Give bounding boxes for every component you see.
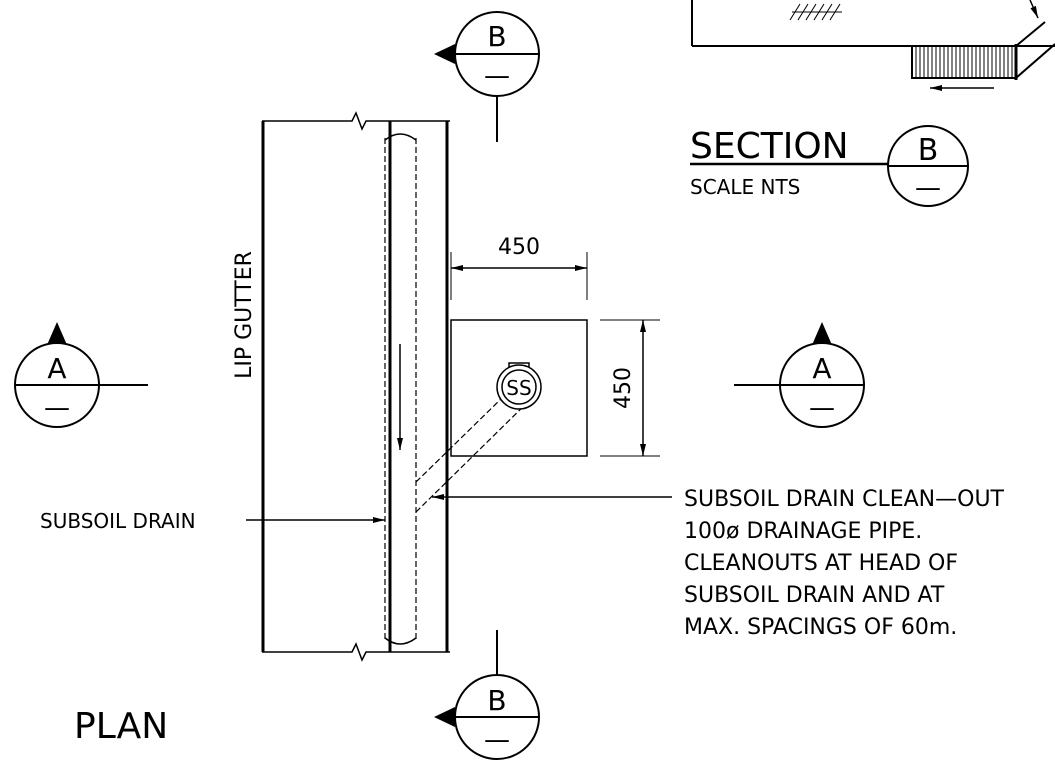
note-line-2: 100ø DRAINAGE PIPE. — [684, 519, 922, 544]
cleanout-note: SUBSOIL DRAIN CLEAN—OUT 100ø DRAINAGE PI… — [684, 487, 1005, 640]
a-left-sheet: — — [44, 393, 70, 423]
a-right-letter: A — [812, 352, 831, 385]
b-bottom-letter: B — [487, 684, 506, 717]
section-b-detail: SECTION SCALE NTS B — — [690, 0, 1055, 207]
note-line-4: SUBSOIL DRAIN AND AT — [684, 583, 945, 608]
b-top-sheet: — — [484, 61, 510, 91]
plan-view: LIP GUTTER SS 450 450 SUBSOIL DRAIN — [40, 111, 1005, 747]
top-break-line — [262, 111, 450, 131]
section-marker-a-left: A — — [14, 322, 148, 428]
section-b-title-marker: B — — [887, 125, 969, 207]
dimension-width: 450 — [450, 235, 588, 300]
section-title: SECTION — [690, 126, 849, 167]
a-left-letter: A — [47, 352, 66, 385]
note-line-3: CLEANOUTS AT HEAD OF — [684, 551, 958, 576]
section-scale: SCALE NTS — [690, 175, 800, 199]
b-bottom-sheet: — — [484, 725, 510, 755]
note-line-5: MAX. SPACINGS OF 60m. — [684, 615, 957, 640]
section-b-marker-sheet: — — [915, 173, 941, 203]
subsoil-drain-label: SUBSOIL DRAIN — [40, 509, 196, 533]
dimension-width-text: 450 — [498, 235, 540, 260]
subsoil-drain-pipe — [384, 133, 417, 645]
section-marker-b-top: B — — [434, 11, 540, 142]
lip-gutter-label: LIP GUTTER — [232, 251, 257, 379]
dimension-height-text: 450 — [611, 367, 636, 409]
note-line-1: SUBSOIL DRAIN CLEAN—OUT — [684, 487, 1005, 512]
cleanout-pit — [450, 319, 588, 457]
section-marker-a-right: A — — [734, 322, 865, 428]
a-right-sheet: — — [809, 393, 835, 423]
section-b-marker-letter: B — [918, 133, 939, 168]
cleanout-riser-upper — [415, 397, 503, 483]
cleanout-cap-symbol: SS — [496, 362, 542, 410]
cleanout-riser-lower — [415, 395, 535, 513]
section-marker-b-bottom: B — — [434, 630, 540, 760]
plan-title: PLAN — [74, 706, 168, 747]
bottom-break-line — [262, 642, 450, 662]
cleanout-marker-label: SS — [506, 376, 531, 400]
b-top-letter: B — [487, 20, 506, 53]
dimension-height: 450 — [600, 319, 660, 457]
section-corrugated-pipe — [911, 0, 1055, 80]
ground-hatch — [789, 3, 842, 21]
